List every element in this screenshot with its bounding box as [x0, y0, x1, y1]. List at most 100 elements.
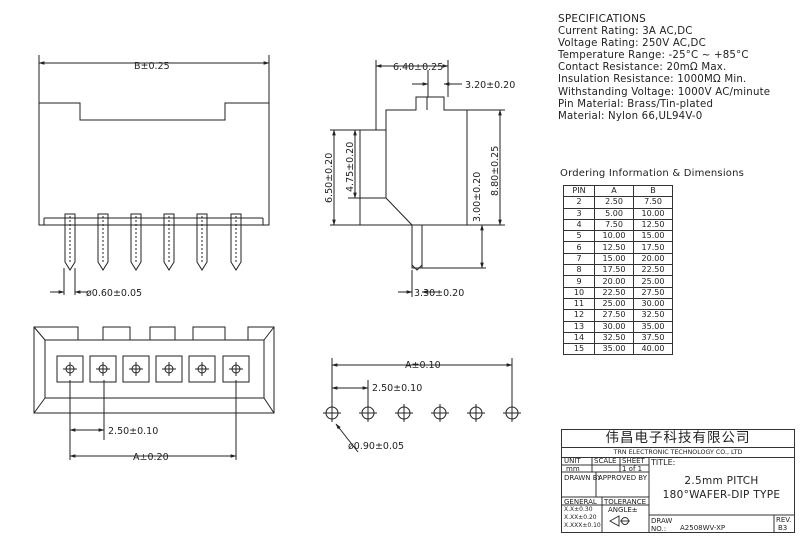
- table-cell: 17.50: [633, 241, 673, 254]
- tolerance-2: X.XX±0.20: [564, 514, 597, 521]
- table-cell: 22.50: [633, 264, 673, 277]
- tolerance-3: X.XXX±0.10: [564, 522, 601, 529]
- table-cell: 2.50: [594, 196, 634, 209]
- table-cell: 12: [563, 309, 595, 322]
- side-height2-dim: 4.75±0.20: [345, 142, 356, 192]
- table-cell: 3: [563, 207, 595, 220]
- sheet-value: 1 of 1: [622, 465, 643, 473]
- tolerance-1: X.X±0.30: [564, 506, 593, 513]
- front-pin: [230, 213, 242, 271]
- pcb-layout: [323, 358, 521, 453]
- top-a-dim: A±0.20: [133, 452, 169, 463]
- table-cell: 9: [563, 275, 595, 288]
- scale-label: SCALE: [594, 457, 617, 465]
- unit-label: UNIT: [564, 457, 581, 465]
- front-pin: [130, 213, 142, 271]
- column-header: PIN: [563, 184, 595, 198]
- table-cell: 15.00: [633, 230, 673, 243]
- side-top-dim: 3.20±0.20: [465, 80, 515, 91]
- table-cell: 7.50: [594, 218, 634, 232]
- front-width-dim: B±0.25: [134, 61, 170, 72]
- company-name-en: TRN ELECTRONIC TECHNOLOGY CO., LTD: [562, 448, 794, 458]
- rev-value: B3: [778, 524, 788, 532]
- specifications-heading: SPECIFICATIONS: [558, 13, 646, 25]
- approved-by-label: APPROVED BY: [598, 474, 648, 482]
- spec-line: Material: Nylon 66,UL94V-0: [558, 110, 703, 122]
- terminal-cavity: [89, 355, 117, 383]
- front-pin: [64, 213, 76, 271]
- rev-label: REV.: [776, 516, 792, 524]
- table-cell: 35.00: [594, 343, 634, 356]
- spec-line: Pin Material: Brass/Tin-plated: [558, 98, 714, 110]
- table-cell: 40.00: [633, 343, 673, 356]
- angle-label: ANGLE±: [608, 506, 638, 514]
- tolerance-label: TOLERANCE: [604, 498, 647, 506]
- table-cell: 14: [563, 331, 595, 345]
- side-view: [330, 60, 505, 297]
- terminal-cavity: [155, 355, 183, 383]
- table-cell: 37.50: [633, 331, 673, 345]
- drawing-title-line1: 2.5mm PITCH: [684, 475, 759, 487]
- table-cell: 25.00: [594, 297, 634, 311]
- table-cell: 6: [563, 241, 595, 254]
- title-block-grid: [562, 457, 794, 532]
- table-cell: 22.50: [594, 286, 634, 299]
- table-cell: 11: [563, 297, 595, 311]
- column-header: A: [594, 184, 634, 198]
- table-cell: 8: [563, 264, 595, 277]
- table-cell: 12.50: [633, 218, 673, 232]
- top-pitch-dim: 2.50±0.10: [108, 426, 158, 437]
- draw-no-value: A2508WV-XP: [680, 524, 726, 532]
- side-height1-dim: 6.50±0.20: [324, 153, 335, 203]
- spec-line: Withstanding Voltage: 1000V AC/minute: [558, 86, 771, 98]
- table-cell: 35.00: [633, 320, 673, 333]
- front-pin: [163, 213, 175, 271]
- specifications-block: SPECIFICATIONS Current Rating: 3A AC,DC …: [558, 13, 770, 123]
- table-cell: 13: [563, 320, 595, 333]
- table-cell: 12.50: [594, 241, 634, 254]
- table-cell: 10: [563, 286, 595, 299]
- pcb-hole-dim: ø0.90±0.05: [348, 441, 404, 452]
- sheet-label: SHEET: [622, 457, 645, 465]
- table-cell: 15: [563, 343, 595, 356]
- table-cell: 5.00: [594, 207, 634, 220]
- front-view: [38, 55, 270, 295]
- table-cell: 7.50: [633, 196, 673, 209]
- title-block: 伟昌电子科技有限公司 TRN ELECTRONIC TECHNOLOGY CO.…: [561, 429, 795, 533]
- side-pin-dim: 3.30±0.20: [414, 288, 464, 299]
- table-cell: 27.50: [633, 286, 673, 299]
- drawing-title-line2: 180°WAFER-DIP TYPE: [662, 489, 781, 501]
- table-cell: 20.00: [594, 275, 634, 288]
- table-cell: 4: [563, 218, 595, 232]
- terminal-cavity: [122, 355, 150, 383]
- table-cell: 5: [563, 230, 595, 243]
- table-cell: 25.00: [633, 275, 673, 288]
- table-cell: 10.00: [633, 207, 673, 220]
- table-cell: 17.50: [594, 264, 634, 277]
- side-height3-dim: 8.80±0.25: [490, 146, 501, 196]
- side-height4-dim: 3.00±0.20: [472, 172, 483, 222]
- title-label: TITLE:: [651, 458, 676, 467]
- side-width-dim: 6.40±0.25: [393, 62, 443, 73]
- table-cell: 32.50: [633, 309, 673, 322]
- table-cell: 20.00: [633, 252, 673, 266]
- table-cell: 30.00: [594, 320, 634, 333]
- table-cell: 7: [563, 252, 595, 266]
- spec-line: Insulation Resistance: 1000MΩ Min.: [558, 74, 747, 86]
- spec-line: Temperature Range: -25°C ~ +85°C: [558, 50, 749, 62]
